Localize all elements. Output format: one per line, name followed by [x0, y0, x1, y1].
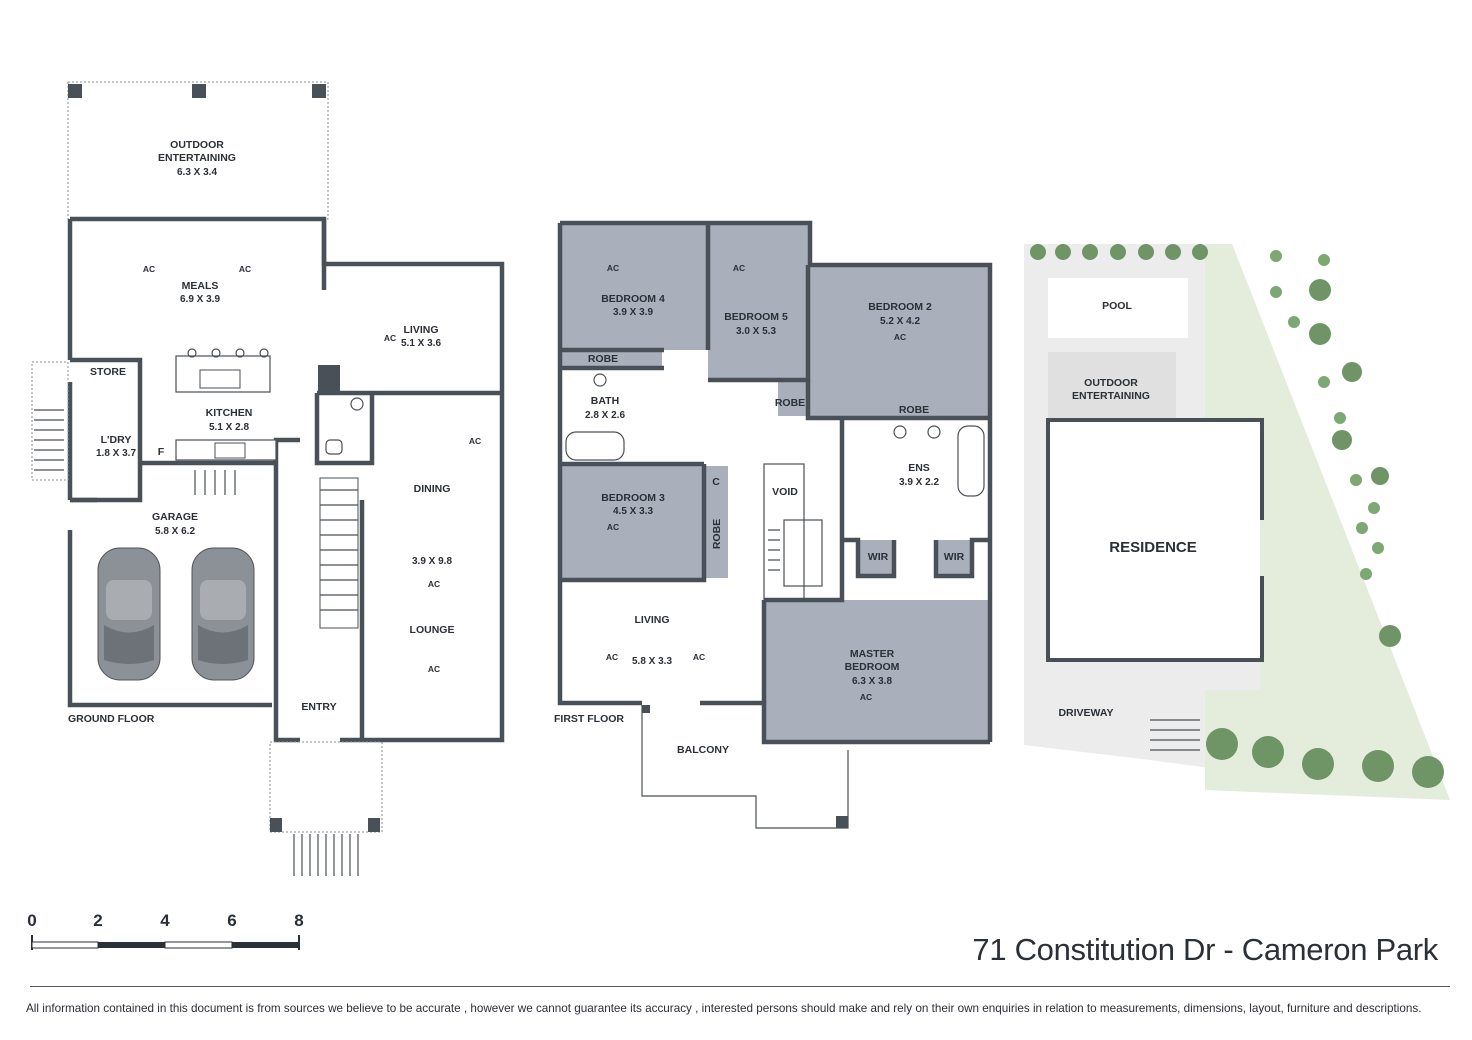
ground-floor-plan	[31, 81, 505, 876]
first-floor-labels: AC BEDROOM 4 3.9 X 3.9 AC BEDROOM 5 3.0 …	[554, 263, 965, 756]
car-icon-left	[97, 547, 161, 681]
laundry-dim: 1.8 X 3.7	[96, 448, 136, 459]
kitchen-label: KITCHEN	[206, 407, 253, 419]
robe-label: ROBE	[899, 404, 929, 416]
bath-dim: 2.8 X 2.6	[585, 410, 625, 421]
store-label: STORE	[90, 366, 126, 378]
wir-label: WIR	[944, 551, 965, 563]
garage-dim: 5.8 X 6.2	[155, 526, 195, 537]
ac-icon: AC	[607, 522, 619, 532]
ac-icon: AC	[384, 333, 396, 343]
scale-bar	[31, 935, 300, 950]
bath-label: BATH	[591, 395, 619, 407]
scale-label: 8	[294, 911, 304, 930]
ac-icon: AC	[143, 264, 155, 274]
first-floor-title: FIRST FLOOR	[554, 713, 624, 725]
pool-label: POOL	[1102, 300, 1132, 312]
site-outdoor-label-1: OUTDOOR	[1084, 377, 1138, 389]
scale-label: 2	[93, 911, 103, 930]
balcony-label: BALCONY	[677, 744, 729, 756]
lounge-label: LOUNGE	[410, 624, 455, 636]
site-outdoor-label-2: ENTERTAINING	[1072, 390, 1150, 402]
outdoor-entertaining-dim: 6.3 X 3.4	[177, 167, 217, 178]
ac-icon: AC	[693, 652, 705, 662]
living-label: LIVING	[403, 324, 438, 336]
robe-label-vertical: ROBE	[711, 519, 723, 549]
bedroom3-dim: 4.5 X 3.3	[613, 506, 653, 517]
divider	[30, 986, 1450, 987]
void-label: VOID	[772, 486, 798, 498]
dining-lounge-dim: 3.9 X 9.8	[412, 556, 452, 567]
ac-icon: AC	[733, 263, 745, 273]
fridge-label: F	[158, 446, 165, 458]
ac-icon: AC	[607, 263, 619, 273]
outdoor-entertaining-label-1: OUTDOOR	[170, 139, 224, 151]
master-label-2: BEDROOM	[845, 661, 900, 673]
bedroom4-label: BEDROOM 4	[601, 293, 665, 305]
bedroom4-dim: 3.9 X 3.9	[613, 307, 653, 318]
ground-floor-labels: OUTDOOR ENTERTAINING 6.3 X 3.4 MEALS 6.9…	[68, 139, 481, 725]
ac-icon: AC	[239, 264, 251, 274]
closet-label: C	[712, 476, 720, 488]
scale-label: 0	[27, 911, 37, 930]
site-labels: POOL OUTDOOR ENTERTAINING RESIDENCE DRIV…	[1058, 300, 1196, 719]
disclaimer-text: All information contained in this docume…	[26, 1002, 1422, 1015]
garage-label: GARAGE	[152, 511, 198, 523]
first-living-label: LIVING	[634, 614, 669, 626]
kitchen-dim: 5.1 X 2.8	[209, 422, 249, 433]
residence-label: RESIDENCE	[1109, 539, 1197, 556]
ac-icon: AC	[428, 664, 440, 674]
bedroom2-dim: 5.2 X 4.2	[880, 316, 920, 327]
first-living-dim: 5.8 X 3.3	[632, 656, 672, 667]
master-label-1: MASTER	[850, 648, 895, 660]
driveway-label: DRIVEWAY	[1058, 707, 1113, 719]
ensuite-label: ENS	[908, 462, 930, 474]
property-title: 71 Constitution Dr - Cameron Park	[972, 932, 1438, 967]
site-plan	[1024, 244, 1450, 800]
laundry-label: L'DRY	[101, 434, 132, 446]
bedroom2-label: BEDROOM 2	[868, 301, 932, 313]
scale-label: 6	[227, 911, 237, 930]
living-dim: 5.1 X 3.6	[401, 338, 441, 349]
ac-icon: AC	[469, 436, 481, 446]
bedroom3-label: BEDROOM 3	[601, 492, 665, 504]
bedroom5-dim: 3.0 X 5.3	[736, 326, 776, 337]
entry-label: ENTRY	[301, 701, 336, 713]
robe-label: ROBE	[775, 397, 805, 409]
meals-dim: 6.9 X 3.9	[180, 294, 220, 305]
ac-icon: AC	[428, 579, 440, 589]
ensuite-dim: 3.9 X 2.2	[899, 477, 939, 488]
ac-icon: AC	[860, 692, 872, 702]
first-floor-plan	[557, 220, 993, 829]
wir-label: WIR	[868, 551, 889, 563]
meals-label: MEALS	[182, 280, 219, 292]
ac-icon: AC	[894, 332, 906, 342]
ac-icon: AC	[606, 652, 618, 662]
robe-label: ROBE	[588, 353, 618, 365]
bedroom5-label: BEDROOM 5	[724, 311, 788, 323]
master-dim: 6.3 X 3.8	[852, 676, 892, 687]
ground-floor-title: GROUND FLOOR	[68, 713, 155, 725]
dining-label: DINING	[414, 483, 451, 495]
scale-label: 4	[160, 911, 170, 930]
car-icon-right	[191, 547, 255, 681]
outdoor-entertaining-label-2: ENTERTAINING	[158, 152, 236, 164]
